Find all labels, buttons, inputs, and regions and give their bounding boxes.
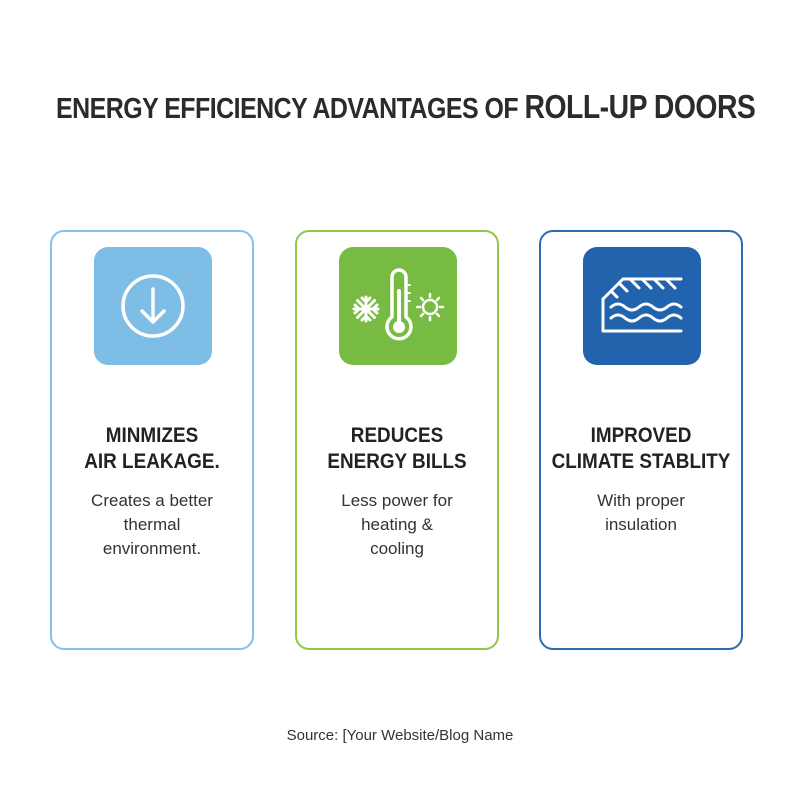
icon-tile-energy-bills [339, 247, 457, 365]
card-body-line: cooling [370, 539, 424, 558]
card-body-line: thermal [123, 515, 181, 534]
benefit-cards: MINMIZES AIR LEAKAGE. Creates a better t… [50, 230, 750, 655]
card-heading-line: AIR LEAKAGE. [84, 450, 220, 473]
page-title: ENERGY EFFICIENCY ADVANTAGES OF ROLL-UP … [56, 88, 756, 126]
card-heading-air-leakage: MINMIZES AIR LEAKAGE. [62, 423, 242, 475]
card-body-line: Less power for [341, 491, 453, 510]
card-heading-climate-stability: IMPROVED CLIMATE STABLITY [551, 423, 731, 475]
card-body-energy-bills: Less power for heating & cooling [305, 489, 489, 561]
card-heading-line: MINMIZES [105, 424, 199, 447]
card-heading-line: IMPROVED [590, 424, 692, 447]
page-title-main: ENERGY EFFICIENCY ADVANTAGES OF [56, 93, 525, 125]
icon-tile-climate-stability [583, 247, 701, 365]
down-arrow-circle-icon [121, 274, 185, 338]
card-heading-line: ENERGY BILLS [327, 450, 467, 473]
card-body-line: With proper [597, 491, 685, 510]
card-body-line: heating & [361, 515, 433, 534]
thermometer-snowflake-sun-icon [352, 268, 445, 341]
card-body-air-leakage: Creates a better thermal environment. [60, 489, 244, 561]
insulation-layers-icon [601, 277, 683, 333]
card-heading-line: CLIMATE STABLITY [551, 450, 731, 473]
source-credit: Source: [Your Website/Blog Name [286, 727, 514, 744]
card-air-leakage: MINMIZES AIR LEAKAGE. Creates a better t… [50, 230, 254, 650]
card-heading-line: REDUCES [350, 424, 444, 447]
card-body-line: insulation [605, 515, 677, 534]
card-body-line: Creates a better [91, 491, 213, 510]
card-climate-stability: IMPROVED CLIMATE STABLITY With proper in… [539, 230, 743, 650]
page-title-accent: ROLL-UP DOORS [524, 88, 756, 125]
card-body-line: environment. [102, 539, 202, 558]
card-energy-bills: REDUCES ENERGY BILLS Less power for heat… [295, 230, 499, 650]
icon-tile-air-leakage [94, 247, 212, 365]
card-body-climate-stability: With proper insulation [549, 489, 733, 537]
card-heading-energy-bills: REDUCES ENERGY BILLS [307, 423, 487, 475]
